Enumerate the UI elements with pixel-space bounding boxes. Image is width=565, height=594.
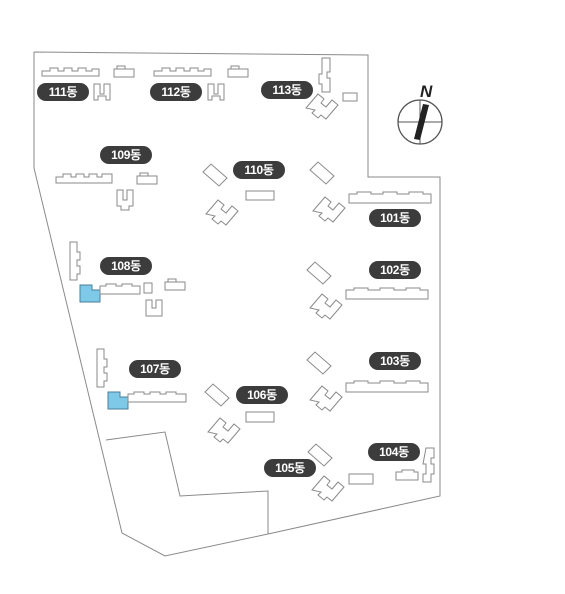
- building-label-104[interactable]: 104동: [368, 443, 420, 461]
- building-105-footprint: [307, 443, 345, 502]
- building-label-104-text: 104동: [379, 445, 409, 459]
- building-label-110-text: 110동: [244, 163, 273, 177]
- building-label-112-text: 112동: [161, 85, 190, 99]
- building-label-102-text: 102동: [380, 263, 410, 277]
- building-label-113[interactable]: 113동: [261, 81, 313, 99]
- building-label-110[interactable]: 110동: [233, 161, 285, 179]
- building-label-108[interactable]: 108동: [100, 257, 152, 275]
- building-102-footprint: [306, 261, 429, 320]
- building-101-footprint: [309, 161, 432, 223]
- building-label-106[interactable]: 106동: [236, 386, 288, 404]
- building-label-103-text: 103동: [380, 354, 410, 368]
- building-106-footprint: [204, 383, 275, 444]
- highlighted-unit: [79, 284, 101, 303]
- compass-north-letter: N: [420, 82, 433, 101]
- highlighted-unit-107: [107, 391, 129, 410]
- building-label-102[interactable]: 102동: [369, 261, 421, 279]
- north-compass-icon: N: [397, 82, 443, 145]
- building-112-footprint: [153, 65, 249, 101]
- site-boundary: [33, 51, 441, 557]
- building-label-107[interactable]: 107동: [129, 360, 181, 378]
- building-110-footprint: [202, 163, 275, 226]
- building-103-footprint: [306, 351, 429, 412]
- building-label-112[interactable]: 112동: [150, 83, 202, 101]
- building-label-111-text: 111동: [49, 85, 78, 99]
- building-label-106-text: 106동: [247, 388, 277, 402]
- building-109-footprint: [55, 172, 158, 211]
- building-label-101[interactable]: 101동: [369, 209, 421, 227]
- building-label-105-text: 105동: [275, 461, 305, 475]
- building-111-footprint: [41, 65, 135, 101]
- building-107-footprint: [96, 348, 187, 410]
- building-label-103[interactable]: 103동: [369, 352, 421, 370]
- building-label-107-text: 107동: [140, 362, 170, 376]
- building-label-109-text: 109동: [111, 148, 141, 162]
- building-104-footprint: [348, 447, 435, 485]
- building-label-108-text: 108동: [111, 259, 141, 273]
- building-label-105[interactable]: 105동: [264, 459, 316, 477]
- building-108-footprint: [69, 241, 186, 317]
- building-113-footprint: [305, 57, 358, 120]
- building-label-113-text: 113동: [272, 83, 301, 97]
- building-label-111[interactable]: 111동: [37, 83, 89, 101]
- building-label-101-text: 101동: [380, 211, 410, 225]
- building-label-109[interactable]: 109동: [100, 146, 152, 164]
